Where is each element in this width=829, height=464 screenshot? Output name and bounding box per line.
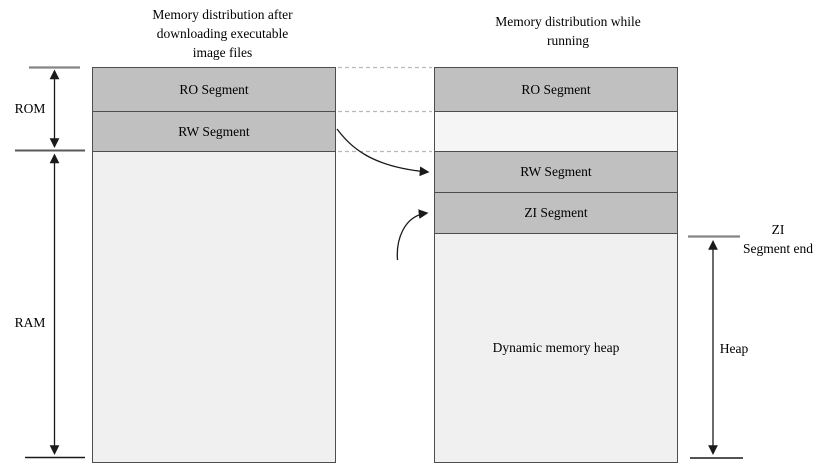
right-title-line-2: running bbox=[547, 33, 589, 48]
left-title-line-3: image files bbox=[192, 45, 253, 60]
left-ram-free-area bbox=[93, 152, 335, 462]
right-ro-segment: RO Segment bbox=[435, 68, 677, 112]
ram-label: RAM bbox=[14, 315, 46, 330]
left-rw-segment: RW Segment bbox=[93, 112, 335, 152]
right-zi-segment: ZI Segment bbox=[435, 193, 677, 234]
heap-area-label: Dynamic memory heap bbox=[492, 340, 620, 355]
zi-segment-end-line-1: ZI bbox=[771, 222, 785, 237]
right-rw-segment-label: RW Segment bbox=[520, 164, 592, 179]
left-memory-box: RO Segment RW Segment bbox=[92, 67, 336, 463]
left-title-line-1: Memory distribution after bbox=[152, 7, 293, 22]
left-ro-segment-label: RO Segment bbox=[179, 81, 249, 97]
zi-segment-end-line-2: Segment end bbox=[742, 241, 814, 256]
heap-extent-label: Heap bbox=[719, 341, 749, 356]
left-ro-segment: RO Segment bbox=[93, 68, 335, 112]
zi-segment-mapping-arrow bbox=[396, 209, 429, 261]
right-unused-gap bbox=[435, 112, 677, 152]
right-rw-segment: RW Segment bbox=[435, 152, 677, 193]
right-zi-segment-label: ZI Segment bbox=[524, 205, 588, 220]
right-diagram-title: Memory distribution while running bbox=[446, 12, 690, 50]
rom-label: ROM bbox=[14, 101, 46, 116]
right-heap-area: Dynamic memory heap bbox=[435, 234, 677, 462]
left-rw-segment-label: RW Segment bbox=[178, 123, 250, 139]
left-diagram-title: Memory distribution after downloading ex… bbox=[100, 5, 345, 62]
right-memory-box: RO Segment RW Segment ZI Segment Dynamic… bbox=[434, 67, 678, 463]
right-ro-segment-label: RO Segment bbox=[521, 81, 591, 97]
zi-segment-end-label: ZI Segment end bbox=[722, 220, 829, 258]
left-title-line-2: downloading executable bbox=[156, 26, 289, 41]
rw-segment-mapping-arrow bbox=[336, 128, 430, 177]
right-title-line-1: Memory distribution while bbox=[495, 14, 641, 29]
